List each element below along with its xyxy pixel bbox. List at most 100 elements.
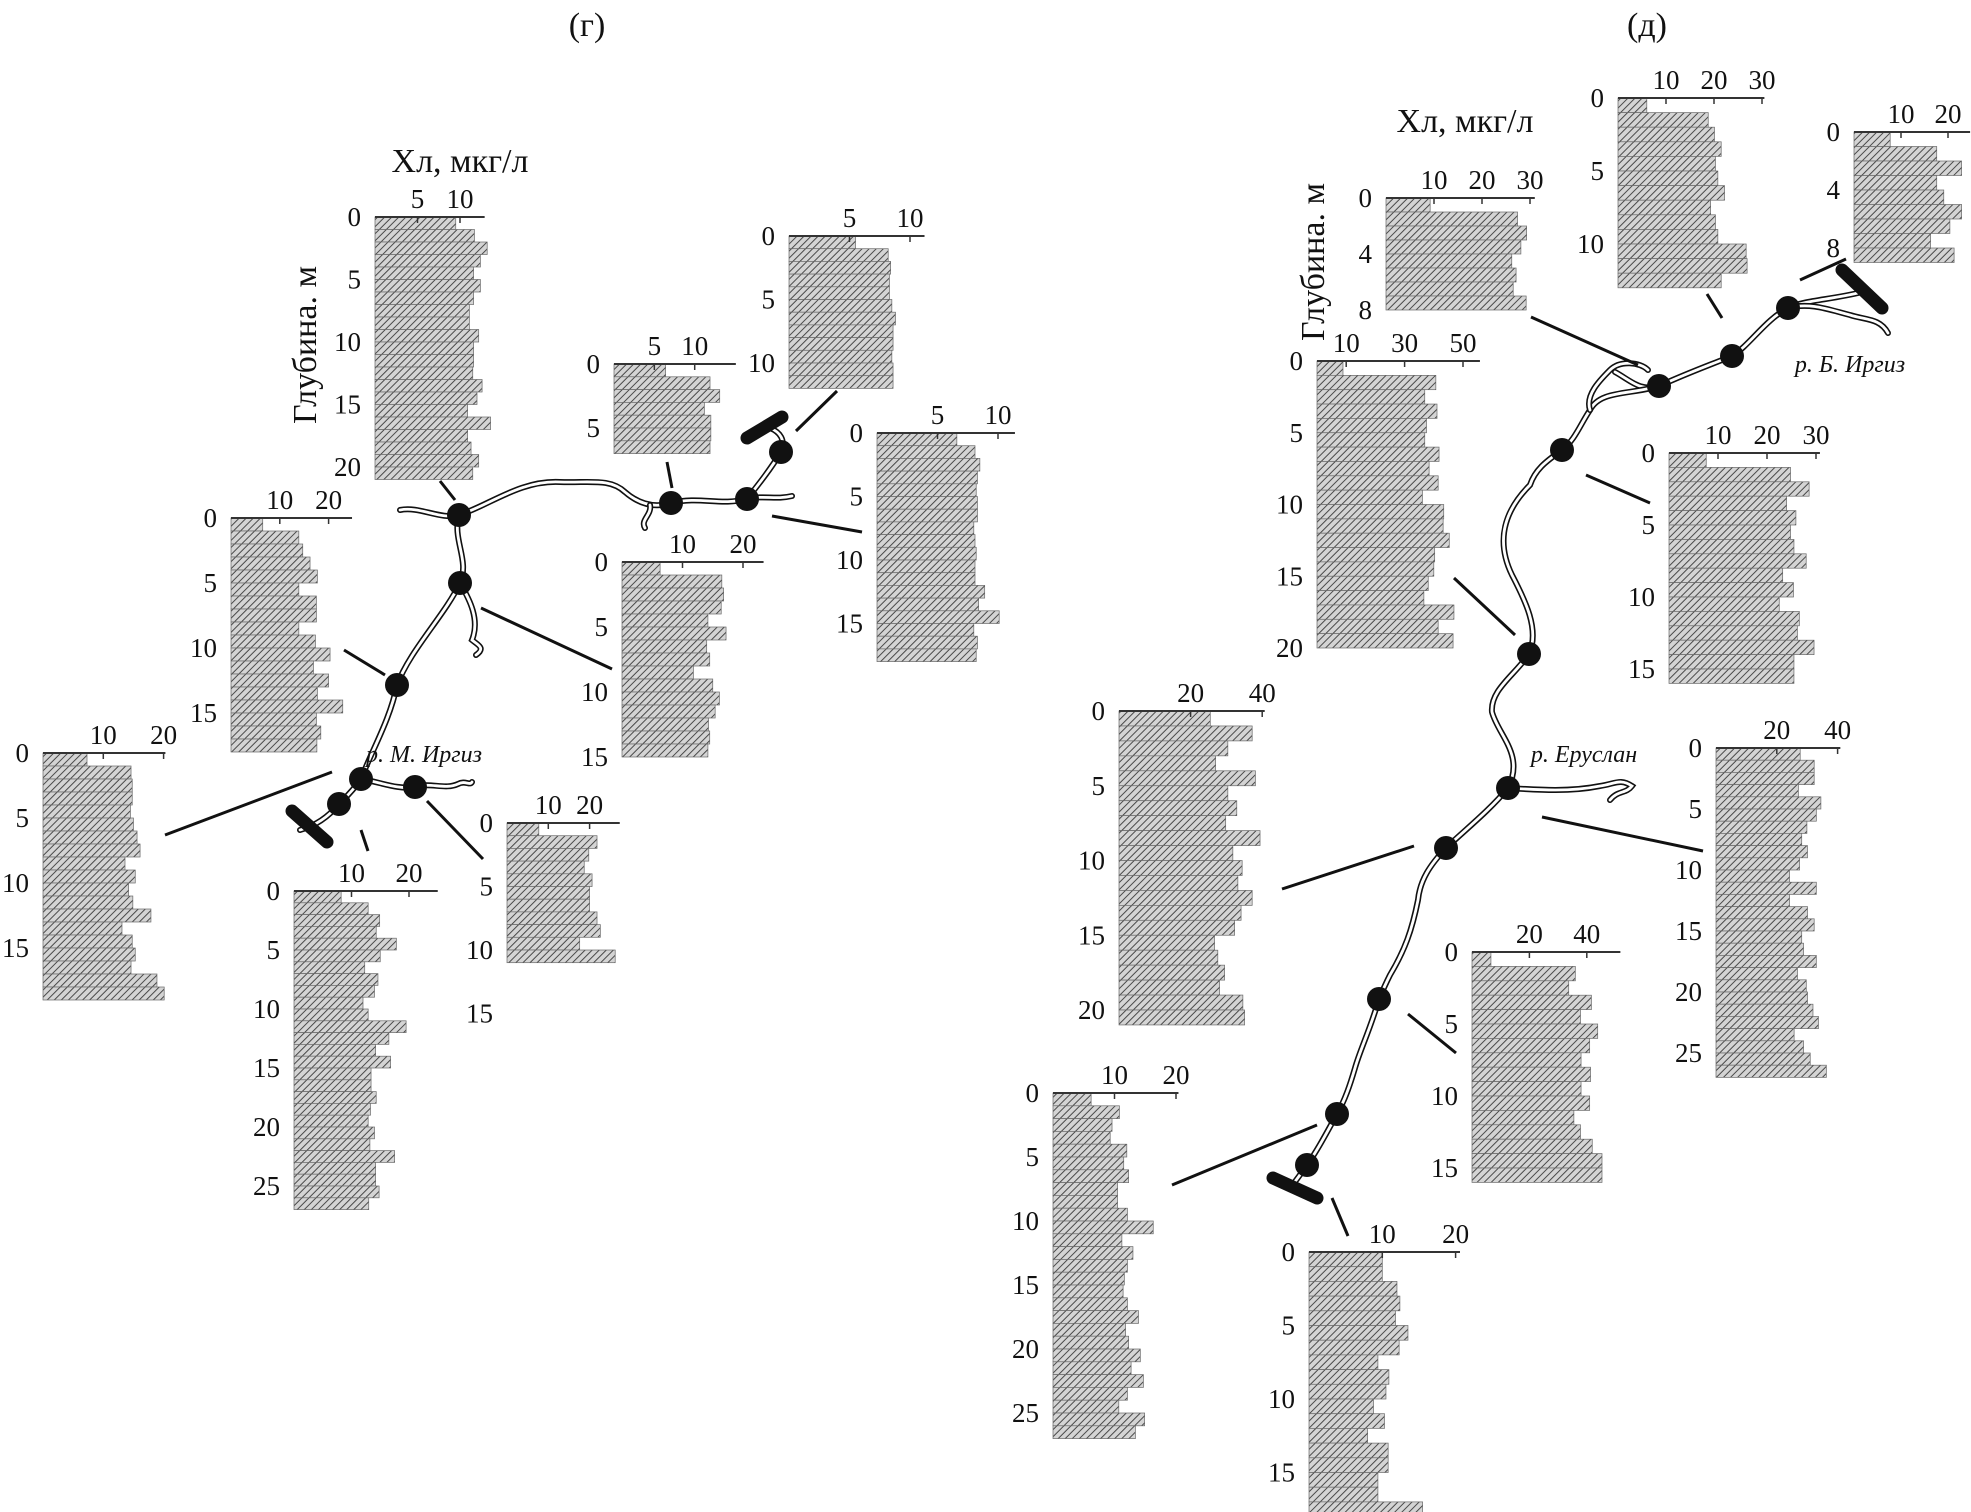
x-tick-label: 20 (1935, 99, 1962, 129)
depth-tick-label: 5 (348, 265, 362, 295)
bar (876, 559, 976, 574)
bar (876, 623, 975, 637)
bar (1316, 561, 1435, 577)
bar (1118, 710, 1211, 727)
bar (1715, 772, 1815, 785)
leader-line (480, 606, 613, 671)
bar (1316, 375, 1437, 391)
bar (1118, 800, 1238, 817)
bar (1316, 403, 1438, 419)
bar (506, 911, 598, 925)
depth-tick-label: 5 (850, 482, 864, 512)
x-tick-label: 20 (1469, 165, 1496, 195)
bar (876, 508, 978, 523)
bar (1617, 229, 1719, 245)
bar (230, 595, 317, 610)
bar (1715, 894, 1790, 907)
depth-tick-label: 5 (1290, 418, 1304, 448)
depth-tick-label: 25 (1675, 1038, 1702, 1068)
x-tick-label: 10 (535, 790, 562, 820)
bar (374, 354, 474, 368)
bar (1052, 1284, 1124, 1299)
bar (1052, 1361, 1132, 1375)
bar (293, 1044, 377, 1057)
bar (506, 822, 540, 837)
bar (1668, 510, 1797, 526)
depth-tick-label: 0 (480, 808, 494, 838)
bar (293, 996, 364, 1010)
bar (1385, 281, 1514, 297)
depth-tick-label: 10 (1276, 490, 1303, 520)
bar (1052, 1143, 1128, 1158)
leader-line (425, 799, 485, 861)
depth-tick-label: 20 (1012, 1334, 1039, 1364)
bar (1471, 1095, 1591, 1111)
leader-line (343, 648, 386, 677)
bar (230, 569, 318, 584)
bar (621, 691, 720, 706)
bar (1471, 1023, 1599, 1039)
bar (1471, 1110, 1575, 1126)
x-tick-label: 10 (1705, 420, 1732, 450)
bar (876, 597, 979, 612)
bar (621, 717, 709, 732)
depth-tick-label: 15 (1431, 1153, 1458, 1183)
depth-tick-label: 5 (1026, 1142, 1040, 1172)
bar (876, 585, 986, 599)
bar (1052, 1246, 1134, 1260)
bar (293, 961, 366, 974)
bar (1308, 1486, 1379, 1503)
bar (1308, 1398, 1374, 1415)
bar (374, 279, 481, 293)
bar (1715, 1028, 1795, 1042)
bar (42, 934, 133, 949)
bar (293, 926, 377, 939)
bar (1118, 890, 1253, 906)
bar (374, 391, 478, 405)
bar (613, 427, 712, 442)
depth-tick-label: 5 (1689, 794, 1703, 824)
bar (621, 652, 711, 667)
x-tick-label: 40 (1249, 678, 1276, 708)
bar (1715, 1052, 1811, 1066)
depth-tick-label: 5 (1642, 510, 1656, 540)
bar (1617, 214, 1716, 230)
bar (1715, 869, 1790, 883)
depth-tick-label: 15 (836, 609, 863, 639)
bar (621, 613, 709, 628)
bar (1308, 1354, 1379, 1370)
bar (1471, 1081, 1582, 1097)
bar (876, 445, 976, 459)
bar (1617, 170, 1719, 186)
leader-line (1281, 844, 1415, 891)
bar (1052, 1118, 1113, 1132)
station-marker (1776, 296, 1800, 320)
bar (1308, 1442, 1389, 1459)
bar (1385, 225, 1527, 241)
panel-title-d: (д) (1627, 7, 1667, 44)
depth-tick-label: 15 (2, 933, 29, 963)
dam-icon (1266, 1171, 1324, 1205)
depth-tick-label: 5 (587, 413, 601, 443)
river-channel (1786, 304, 1890, 335)
bar (506, 860, 585, 875)
depth-tick-label: 10 (1268, 1384, 1295, 1414)
bar (1471, 1138, 1593, 1154)
bar (1052, 1425, 1136, 1439)
depth-tick-label: 5 (1445, 1009, 1459, 1039)
bar (1316, 575, 1429, 591)
bar (1052, 1310, 1139, 1324)
bar (1308, 1428, 1368, 1444)
bar (1617, 97, 1648, 113)
bar (1316, 389, 1426, 405)
bar (1052, 1374, 1144, 1388)
bar (374, 229, 475, 243)
depth-tick-label: 20 (1078, 995, 1105, 1025)
river-label-eruslan: р. Еруслан (1529, 742, 1637, 768)
station-marker (1550, 438, 1574, 462)
x-tick-label: 30 (1391, 328, 1418, 358)
bar (1052, 1399, 1120, 1414)
